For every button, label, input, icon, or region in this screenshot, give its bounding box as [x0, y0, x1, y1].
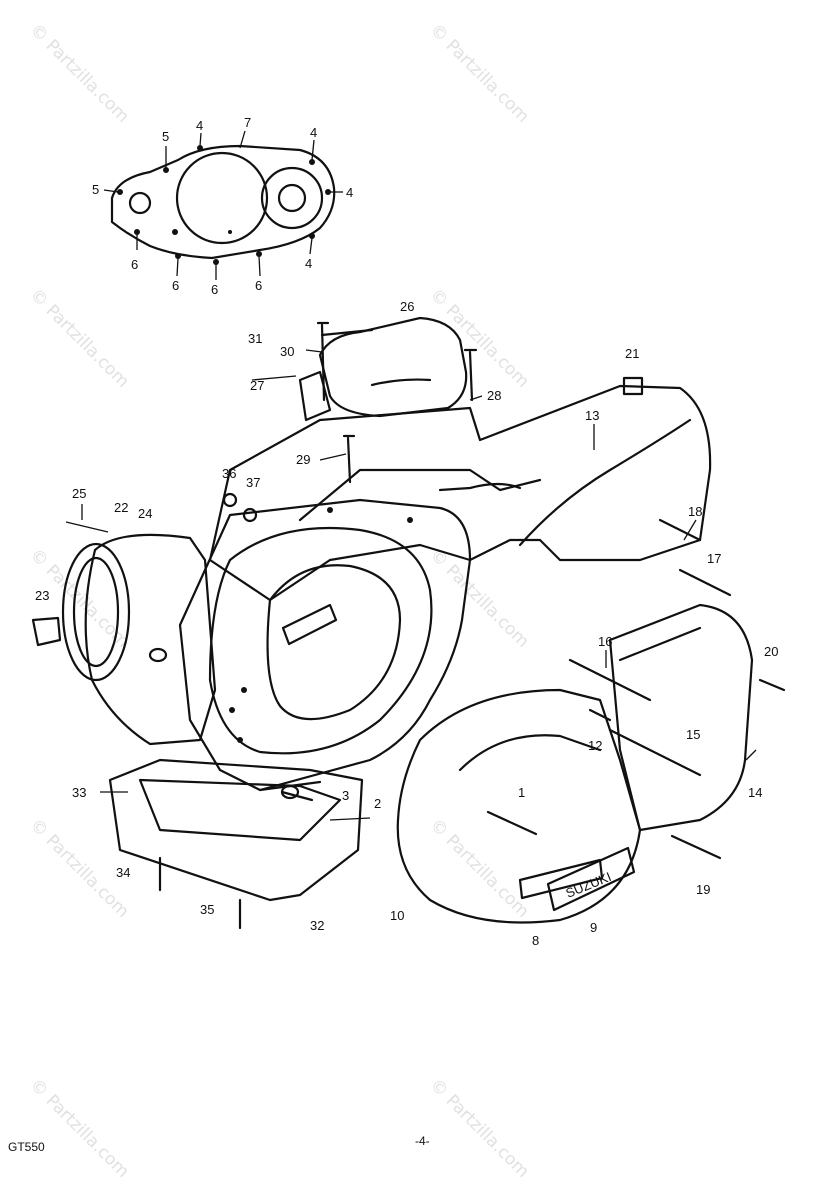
callout-2: 2	[374, 796, 381, 811]
model-code: GT550	[8, 1140, 45, 1154]
callout-28: 28	[487, 388, 501, 403]
callout-30: 30	[280, 344, 294, 359]
callout-4b: 4	[310, 125, 317, 140]
callout-6b: 6	[172, 278, 179, 293]
callout-12: 12	[588, 738, 602, 753]
callout-19: 19	[696, 882, 710, 897]
callout-27: 27	[250, 378, 264, 393]
callout-21: 21	[625, 346, 639, 361]
callout-5b: 5	[92, 182, 99, 197]
callout-1: 1	[518, 785, 525, 800]
callout-24: 24	[138, 506, 152, 521]
callout-31: 31	[248, 331, 262, 346]
callout-37: 37	[246, 475, 260, 490]
cover-gasket-detail	[103, 130, 343, 280]
callout-labels: 1 2 3 4 4 4 4 5 5 6 6 6 6 7 8 9 10 12 13…	[35, 115, 778, 948]
callout-17: 17	[707, 551, 721, 566]
callout-26: 26	[400, 299, 414, 314]
callout-4c: 4	[346, 185, 353, 200]
callout-6d: 6	[255, 278, 262, 293]
callout-14: 14	[748, 785, 762, 800]
callout-3: 3	[342, 788, 349, 803]
callout-33: 33	[72, 785, 86, 800]
callout-35: 35	[200, 902, 214, 917]
callout-15: 15	[686, 727, 700, 742]
callout-4: 4	[196, 118, 203, 133]
callout-10: 10	[390, 908, 404, 923]
callout-5: 5	[162, 129, 169, 144]
callout-23: 23	[35, 588, 49, 603]
callout-7: 7	[244, 115, 251, 130]
callout-13: 13	[585, 408, 599, 423]
callout-4d: 4	[305, 256, 312, 271]
callout-29: 29	[296, 452, 310, 467]
page-number: -4-	[415, 1134, 430, 1148]
callout-6: 6	[131, 257, 138, 272]
callout-20: 20	[764, 644, 778, 659]
callout-6c: 6	[211, 282, 218, 297]
callout-36: 36	[222, 466, 236, 481]
leader-lines	[81, 349, 757, 821]
callout-22: 22	[114, 500, 128, 515]
callout-25: 25	[72, 486, 86, 501]
crankcase-assembly: SUZUKI	[31, 316, 786, 930]
callout-16: 16	[598, 634, 612, 649]
callout-9: 9	[590, 920, 597, 935]
callout-32: 32	[310, 918, 324, 933]
suzuki-badge: SUZUKI	[546, 846, 636, 912]
callout-34: 34	[116, 865, 130, 880]
callout-18: 18	[688, 504, 702, 519]
callout-8: 8	[532, 933, 539, 948]
